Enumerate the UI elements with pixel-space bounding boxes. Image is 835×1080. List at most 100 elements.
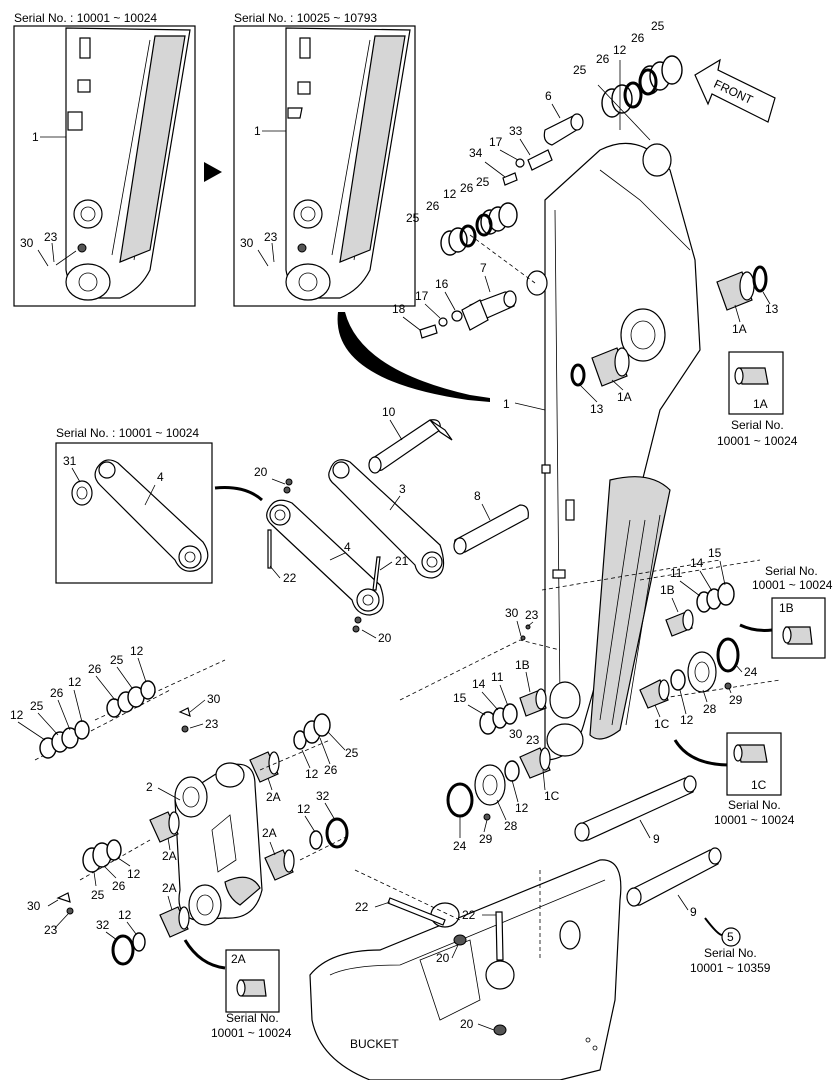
label-32-a: 32: [316, 789, 330, 803]
label-29-a: 29: [729, 693, 743, 707]
label-15-b: 15: [453, 691, 467, 705]
pin-part-9-b: [626, 847, 722, 907]
label-25-l2: 25: [30, 699, 44, 713]
link-part-2: [174, 762, 263, 926]
label-12-l5: 12: [305, 767, 319, 781]
label-25-top-b: 25: [651, 19, 665, 33]
pin-30-lower: [56, 892, 71, 903]
label-17-a: 17: [489, 135, 503, 149]
main-boom: [526, 142, 721, 761]
link-part-3: [328, 459, 445, 579]
label-30-c: 30: [509, 727, 523, 741]
callout-2a-part: 2A: [231, 952, 246, 966]
label-26-l4: 26: [324, 763, 338, 777]
label-12-l1: 12: [130, 644, 144, 658]
center-lower-ring-group: [446, 747, 551, 821]
label-26-top-a: 26: [596, 52, 610, 66]
callout-2a: 2A Serial No. 10001 ~ 10024: [211, 949, 292, 1040]
pin-part-6: [543, 113, 584, 146]
label-9-b: 9: [690, 905, 697, 919]
label-14-b: 14: [472, 677, 486, 691]
label-9-a: 9: [653, 832, 660, 846]
label-20-d: 20: [460, 1017, 474, 1031]
callout-5: 5 Serial No. 10001 ~ 10359: [690, 927, 771, 975]
inset-c-label-4: 4: [157, 470, 164, 484]
label-13-b: 13: [590, 402, 604, 416]
label-18: 18: [392, 302, 406, 316]
callout-5-pointer: [704, 917, 723, 936]
label-33: 33: [509, 124, 523, 138]
label-2A-b: 2A: [162, 849, 177, 863]
inset-c-pointer: [214, 486, 263, 502]
link-part-4: [266, 499, 384, 616]
callout-1b-part: 1B: [779, 601, 794, 615]
label-28-a: 28: [703, 702, 717, 716]
label-7: 7: [480, 261, 487, 275]
label-26-top-b: 26: [631, 31, 645, 45]
label-12-l2: 12: [68, 675, 82, 689]
ring-12-lower: [132, 932, 146, 952]
callout-1c-serial-range: 10001 ~ 10024: [714, 813, 795, 827]
label-2: 2: [146, 780, 153, 794]
label-25-mid-b: 25: [476, 175, 490, 189]
label-30-l: 30: [207, 692, 221, 706]
inset-serial-c: Serial No. : 10001 ~ 10024: [55, 426, 213, 584]
label-26-l2: 26: [50, 686, 64, 700]
label-20-b: 20: [378, 631, 392, 645]
label-28-b: 28: [504, 819, 518, 833]
inset-a-serial-label: Serial No. : 10001 ~ 10024: [14, 11, 157, 25]
callout-2a-serial-range: 10001 ~ 10024: [211, 1026, 292, 1040]
pin-part-9-a: [574, 775, 697, 842]
callout-2a-serial-title: Serial No.: [226, 1011, 279, 1025]
label-12-l3: 12: [10, 708, 24, 722]
label-12-l6: 12: [297, 802, 311, 816]
callout-2a-pointer: [183, 939, 226, 970]
label-12-mid: 12: [443, 187, 457, 201]
label-25-l4: 25: [345, 746, 359, 760]
label-13-a: 13: [765, 302, 779, 316]
bucket-fasteners: [387, 897, 507, 1036]
label-10: 10: [382, 405, 396, 419]
inset-serial-a: Serial No. : 10001 ~ 10024 1 23 30: [13, 11, 196, 307]
label-25-mid-a: 25: [406, 211, 420, 225]
label-1C-a: 1C: [654, 717, 670, 731]
callout-5-part: 5: [727, 930, 734, 944]
label-2A-c: 2A: [262, 826, 277, 840]
inset-a-label-30: 30: [20, 236, 34, 250]
label-12-top: 12: [613, 43, 627, 57]
label-12-c: 12: [515, 801, 529, 815]
link2-right-rings: [259, 713, 351, 861]
label-22-a: 22: [283, 571, 297, 585]
label-14-a: 14: [690, 556, 704, 570]
bucket-label: BUCKET: [350, 1037, 399, 1051]
inset-b-label-23: 23: [264, 230, 278, 244]
plate-bolt-group-top: [502, 149, 553, 186]
callout-5-serial-title: Serial No.: [704, 946, 757, 960]
label-16: 16: [435, 277, 449, 291]
pin-part-8: [453, 504, 529, 555]
label-26-l3: 26: [112, 879, 126, 893]
inset-c-label-31: 31: [63, 454, 77, 468]
label-29-b: 29: [479, 832, 493, 846]
label-2A-d: 2A: [162, 881, 177, 895]
callout-1a-part: 1A: [753, 397, 768, 411]
right-serial-title: Serial No.: [765, 564, 818, 578]
label-23-mid: 23: [525, 608, 539, 622]
left-top-ring-rows: [34, 659, 226, 761]
label-1B-a: 1B: [660, 583, 675, 597]
inset-b-serial-label: Serial No. : 10025 ~ 10793: [234, 11, 377, 25]
pin-part-7-assembly: [419, 290, 517, 339]
ring-32-lower: [111, 934, 135, 966]
bucket: [309, 859, 622, 1080]
link-fasteners: [267, 478, 381, 633]
callout-1a: 1A Serial No. 10001 ~ 10024: [717, 351, 798, 448]
label-30-ll: 30: [27, 899, 41, 913]
label-26-mid-b: 26: [460, 181, 474, 195]
inset-a-label-1: 1: [32, 130, 39, 144]
link2-left-rings: [79, 839, 151, 881]
inset-a-label-23: 23: [44, 230, 58, 244]
label-6: 6: [545, 89, 552, 103]
label-34: 34: [469, 146, 483, 160]
inset-b-boom-drawing: [285, 27, 411, 301]
